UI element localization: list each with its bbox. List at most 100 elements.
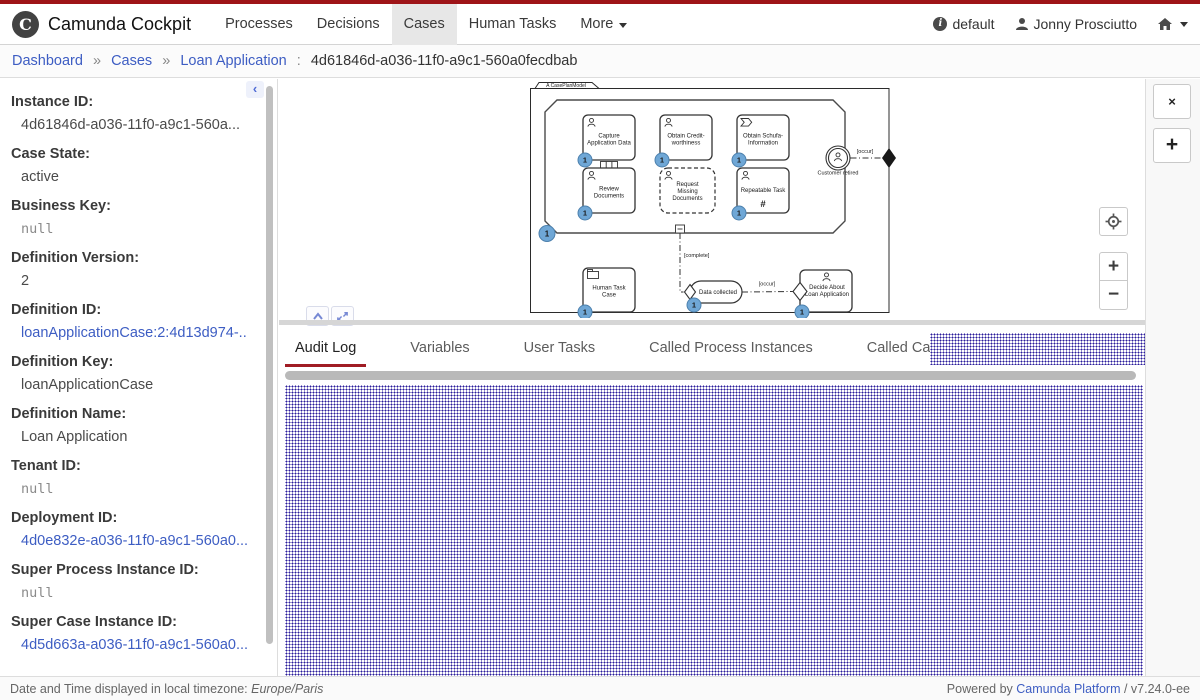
- milestone-label: Data collected: [699, 290, 737, 296]
- field-label: Super Process Instance ID:: [11, 562, 199, 578]
- task-label: Information: [748, 141, 778, 147]
- task-label: Review: [599, 187, 619, 193]
- reset-zoom-button[interactable]: [1099, 207, 1128, 236]
- powered-by: Powered by Camunda Platform / v7.24.0-ee: [947, 682, 1190, 696]
- cmmn-diagram-canvas[interactable]: A CasePlanModel Capture Application Data…: [530, 80, 898, 320]
- close-panel-button[interactable]: ×: [1153, 84, 1191, 119]
- deployment-id-link[interactable]: 4d0e832e-a036-11f0-a9c1-560a0...: [21, 533, 247, 549]
- info-icon: i: [933, 17, 948, 31]
- field-label: Deployment ID:: [11, 510, 118, 526]
- task-decide-about-loan-application[interactable]: Decide About Loan Application: [792, 269, 853, 313]
- entry-criterion-diamond: [792, 281, 808, 302]
- task-label: Loan Application: [805, 292, 849, 298]
- app-title: Camunda Cockpit: [48, 13, 192, 34]
- nav-item-processes[interactable]: Processes: [225, 15, 293, 32]
- field-super-process-instance-id: Super Process Instance ID: null: [11, 562, 247, 601]
- field-label: Definition Key:: [11, 354, 114, 370]
- camunda-platform-link[interactable]: Camunda Platform: [1016, 681, 1121, 696]
- task-human-task-case[interactable]: Human Task Case: [582, 267, 636, 313]
- repetition-marker: #: [760, 199, 766, 210]
- field-case-state: Case State: active: [11, 146, 247, 185]
- breadcrumb-cases[interactable]: Cases: [111, 53, 153, 69]
- field-definition-name: Definition Name: Loan Application: [11, 406, 247, 445]
- svg-text:1: 1: [583, 209, 587, 218]
- event-customer-retired[interactable]: Customer retired: [818, 145, 859, 177]
- field-definition-id: Definition ID: loanApplicationCase:2:4d1…: [11, 302, 247, 341]
- nav-item-human-tasks[interactable]: Human Tasks: [468, 15, 557, 32]
- horizontal-scrollbar[interactable]: [285, 371, 1136, 380]
- nav-item-decisions[interactable]: Decisions: [316, 15, 380, 32]
- field-instance-id: Instance ID: 4d61846d-a036-11f0-a9c1-560…: [11, 94, 247, 133]
- add-panel-button[interactable]: +: [1153, 128, 1191, 163]
- breadcrumb-separator: »: [162, 53, 171, 69]
- tab-called-process-instances[interactable]: Called Process Instances: [649, 340, 813, 356]
- brand-color-bar: [0, 0, 1200, 4]
- timezone-prefix: Date and Time displayed in local timezon…: [10, 681, 252, 696]
- task-label: Request: [676, 182, 699, 188]
- zoom-out-button[interactable]: −: [1099, 281, 1128, 310]
- task-label: Missing: [677, 189, 697, 195]
- zoom-in-button[interactable]: +: [1099, 252, 1128, 281]
- definition-id-link[interactable]: loanApplicationCase:2:4d13d974-...: [21, 325, 247, 341]
- edge-label-occur: [occur]: [759, 282, 776, 288]
- field-value: 4d61846d-a036-11f0-a9c1-560a...: [21, 117, 241, 133]
- field-label: Definition ID:: [11, 302, 102, 318]
- apps-menu[interactable]: [1157, 17, 1188, 31]
- task-label: Capture: [598, 134, 620, 140]
- svg-text:1: 1: [660, 156, 664, 165]
- engine-name: default: [952, 16, 995, 32]
- task-capture-application-data[interactable]: Capture Application Data: [582, 114, 636, 161]
- field-label: Super Case Instance ID:: [11, 614, 177, 630]
- sidebar-scrollbar[interactable]: [266, 86, 273, 644]
- task-label: Documents: [672, 196, 702, 202]
- process-task-icon: [740, 118, 753, 127]
- breadcrumb-dashboard[interactable]: Dashboard: [12, 53, 83, 69]
- task-request-missing-documents[interactable]: Request Missing Documents: [659, 167, 716, 214]
- field-label: Definition Version:: [11, 250, 140, 266]
- user-menu[interactable]: Jonny Prosciutto: [1015, 16, 1137, 32]
- field-value: null: [21, 481, 54, 497]
- tab-user-tasks[interactable]: User Tasks: [523, 340, 596, 356]
- task-label: Documents: [594, 194, 624, 200]
- task-label: Case: [602, 293, 617, 299]
- caret-down-icon: [1180, 21, 1188, 27]
- field-value: Loan Application: [21, 429, 128, 445]
- powered-prefix: Powered by: [946, 681, 1017, 696]
- case-plan-model-tab: [534, 82, 601, 89]
- right-panel-rail: × +: [1145, 79, 1200, 676]
- instance-details-sidebar: Instance ID: 4d61846d-a036-11f0-a9c1-560…: [0, 79, 278, 676]
- breadcrumb-definition[interactable]: Loan Application: [180, 53, 287, 69]
- nav-item-more[interactable]: More: [568, 4, 639, 45]
- task-obtain-credit-worthiness[interactable]: Obtain Credit- worthiness: [659, 114, 713, 161]
- task-label: Obtain Credit-: [667, 134, 704, 140]
- home-icon: [1158, 18, 1172, 30]
- field-value: active: [21, 169, 59, 185]
- exit-criterion-diamond: [882, 148, 896, 168]
- case-plan-model-label: A CasePlanModel: [546, 83, 586, 89]
- task-label: worthiness: [671, 141, 701, 147]
- nav-item-more-label: More: [580, 15, 614, 32]
- task-label: Repeatable Task: [741, 188, 787, 194]
- svg-text:1: 1: [583, 156, 587, 165]
- task-obtain-schufa-information[interactable]: Obtain Schufa- Information: [736, 114, 790, 161]
- tab-variables[interactable]: Variables: [410, 340, 470, 356]
- instance-badges: 1 1 1 1 1 1 1 1 1: [538, 152, 810, 320]
- task-repeatable-task[interactable]: Repeatable Task #: [736, 167, 790, 214]
- task-review-documents[interactable]: Review Documents: [582, 161, 636, 214]
- case-task-icon: [587, 271, 599, 279]
- engine-selector[interactable]: i default: [933, 16, 995, 32]
- breadcrumb-separator: »: [92, 53, 102, 69]
- field-definition-key: Definition Key: loanApplicationCase: [11, 354, 247, 393]
- field-label: Instance ID:: [11, 94, 94, 110]
- event-label: Customer retired: [818, 171, 859, 177]
- tab-audit-log[interactable]: Audit Log: [285, 333, 367, 367]
- nav-item-cases[interactable]: Cases: [391, 3, 457, 45]
- field-definition-version: Definition Version: 2: [11, 250, 247, 289]
- collapse-sidebar-button[interactable]: ‹: [246, 81, 264, 98]
- field-label: Tenant ID:: [11, 458, 81, 474]
- super-case-instance-id-link[interactable]: 4d5d663a-a036-11f0-a9c1-560a0...: [21, 637, 247, 653]
- pane-splitter[interactable]: [279, 320, 1145, 325]
- field-value: loanApplicationCase: [21, 377, 154, 393]
- field-label: Case State:: [11, 146, 90, 162]
- task-label: Obtain Schufa-: [743, 134, 783, 140]
